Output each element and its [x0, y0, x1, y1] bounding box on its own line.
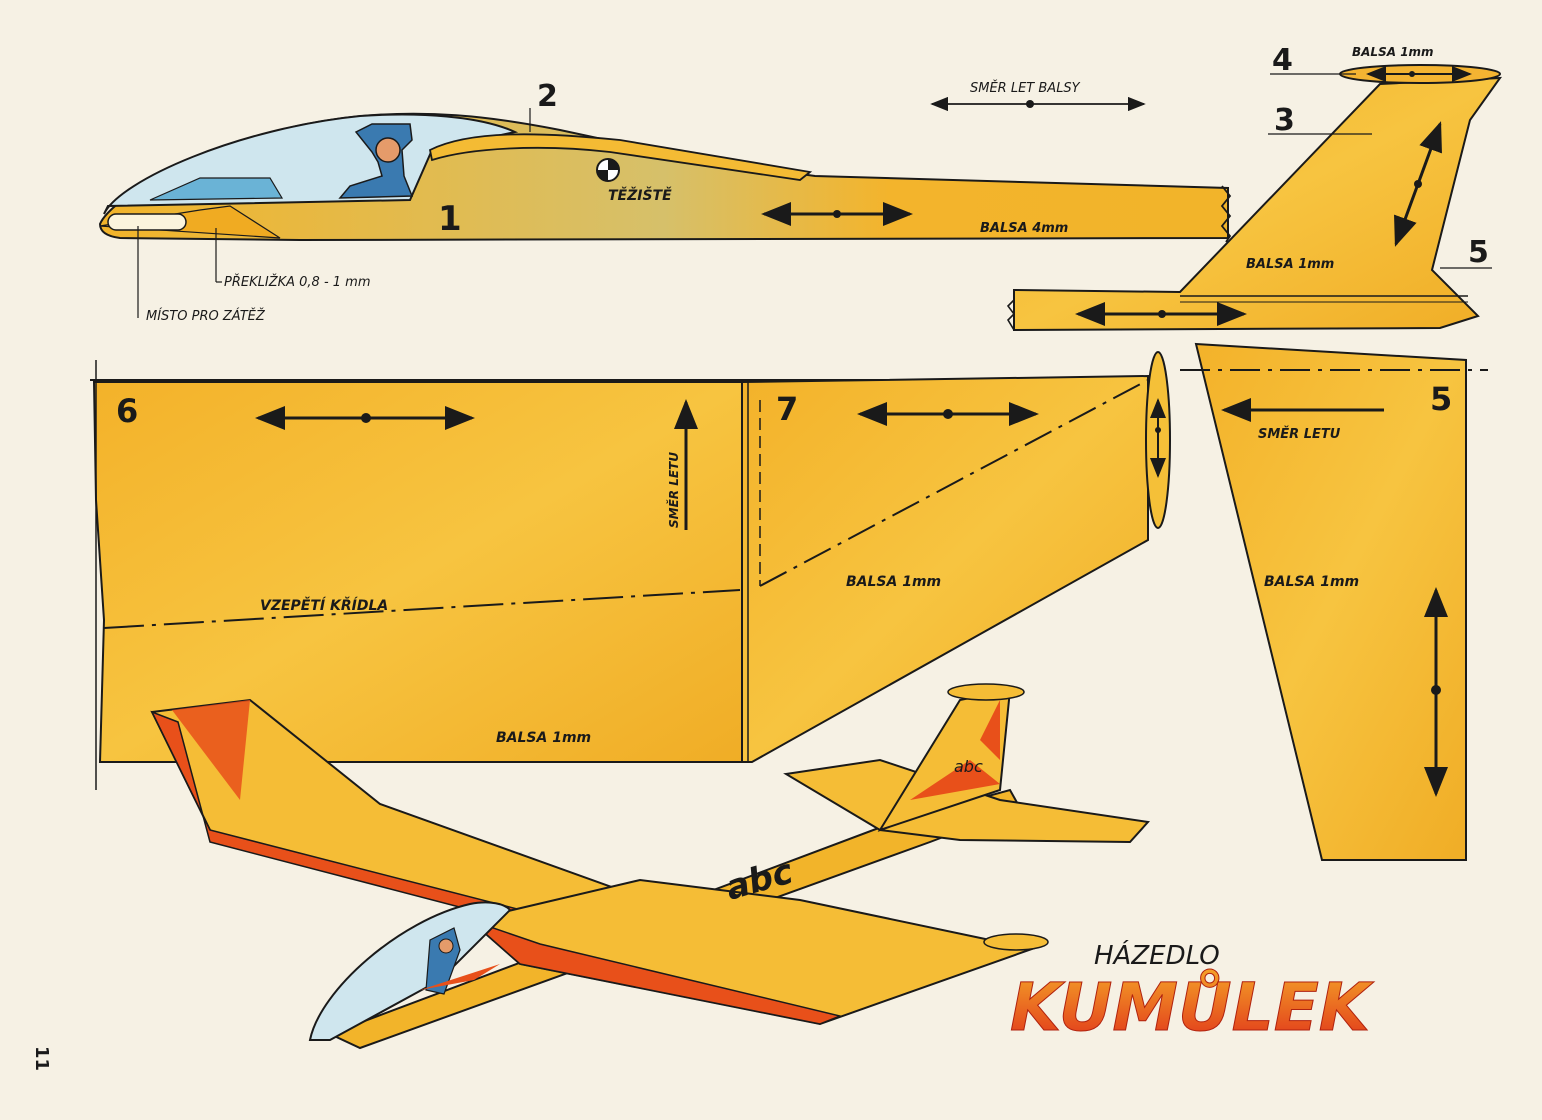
title-block: HÁZEDLO KUMŮLEK: [1010, 939, 1376, 1047]
label-vzepeti-kridla: VZEPĚTÍ KŘÍDLA: [260, 597, 388, 614]
label-balsa-1mm-fin: BALSA 1mm: [1246, 257, 1334, 272]
label-smer-letu-stab: SMĚR LETU: [1258, 426, 1341, 442]
label-balsa-1mm-wing6: BALSA 1mm: [496, 730, 591, 746]
part-number-5-top: 5: [1430, 380, 1452, 418]
label-balsa-1mm-stab: BALSA 1mm: [1264, 574, 1359, 590]
label-misto-pro-zatez: MÍSTO PRO ZÁTĚŽ: [146, 308, 266, 324]
label-teziste: TĚŽIŠTĚ: [608, 186, 672, 204]
center-of-gravity-icon: [596, 158, 620, 182]
part-number-6: 6: [116, 392, 138, 430]
part-number-3: 3: [1274, 103, 1295, 138]
label-balsa-4mm: BALSA 4mm: [980, 221, 1068, 236]
part-number-2: 2: [537, 79, 558, 114]
label-smer-letu-wing: SMĚR LETU: [666, 452, 681, 528]
label-balsa-1mm-cap: BALSA 1mm: [1352, 45, 1434, 59]
illustration-canopy: [308, 901, 512, 1041]
grain-direction-legend: SMĚR LET BALSY: [930, 80, 1146, 112]
title-main: KUMŮLEK: [1010, 969, 1375, 1046]
label-preklizka: PŘEKLIŽKA 0,8 - 1 mm: [224, 274, 371, 290]
label-smer-let-balsy: SMĚR LET BALSY: [970, 80, 1081, 96]
title-subtitle: HÁZEDLO: [1094, 939, 1220, 971]
fuselage-side-view: TĚŽIŠTĚ 1 BALSA 4mm PŘEKLIŽKA 0,8 - 1 mm…: [98, 79, 1232, 324]
glider-illustration: abc abc: [150, 683, 1150, 1050]
page-number: 11: [31, 1046, 52, 1071]
label-balsa-1mm-wing7: BALSA 1mm: [846, 574, 941, 590]
tail-side-view: 4 3 5 BALSA 1mm BALSA 1mm: [1006, 43, 1503, 332]
part-number-7: 7: [776, 390, 798, 428]
part-number-1: 1: [438, 199, 462, 239]
pilot-figure: [149, 123, 414, 201]
ballast-slot: [107, 213, 187, 231]
label-abc-fin: abc: [954, 757, 983, 776]
wing-panel-7: 7 BALSA 1mm: [741, 351, 1171, 763]
part-number-4: 4: [1272, 43, 1293, 78]
stabilizer-panel-5: 5 SMĚR LETU BALSA 1mm: [1180, 342, 1488, 861]
wing-fairing: [428, 133, 813, 181]
part-number-5-side: 5: [1468, 235, 1489, 270]
